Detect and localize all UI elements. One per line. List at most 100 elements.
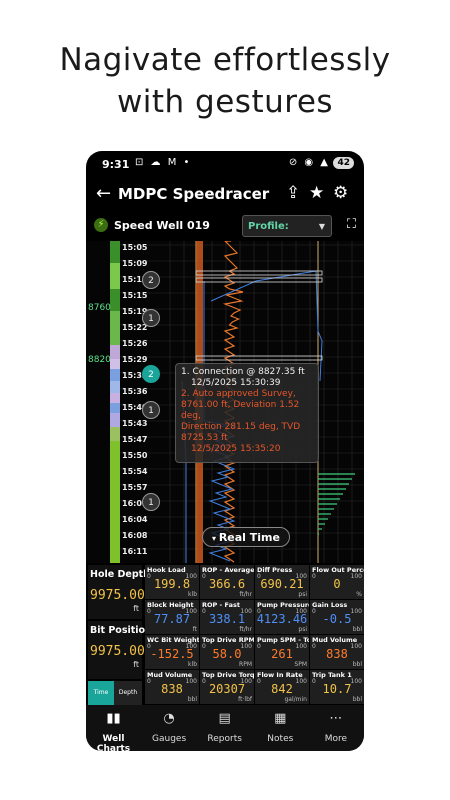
nav-label: Reports — [207, 734, 242, 744]
star-icon[interactable]: ★ — [309, 183, 325, 203]
gauge-max: 100 — [350, 678, 362, 685]
chevron-down-icon: ▼ — [318, 222, 325, 231]
tooltip-line: 12/5/2025 15:30:39 — [191, 378, 281, 388]
notes-icon: ▦ — [274, 711, 287, 726]
gauge-label: Flow In Rate — [257, 671, 303, 679]
gauge-cell[interactable]: Flow Out Percent01000% — [310, 565, 364, 599]
gauge-unit: RPM — [239, 661, 252, 668]
real-time-button[interactable]: ▾ Real Time — [202, 527, 290, 547]
gauge-label: Diff Press — [257, 566, 293, 574]
headline-line-1: Nagivate effortlessly — [59, 42, 391, 78]
tooltip-line: 12/5/2025 15:35:20 — [191, 444, 281, 454]
bit-position-value: 9975.00 — [90, 644, 145, 659]
status-time: 9:31 — [102, 158, 130, 171]
battery-icon: 42 — [333, 157, 354, 169]
gauge-unit: bbl — [352, 696, 362, 703]
time-label: 15:12 — [122, 275, 148, 284]
time-label: 15:40 — [122, 403, 148, 412]
bolt-icon: ⚡ — [94, 218, 108, 232]
diff-press-trace — [210, 270, 323, 382]
nav-item-well-charts[interactable]: ▮▮Well Charts — [86, 705, 141, 751]
nav-label: Gauges — [152, 734, 187, 744]
event-tooltip: 1. Connection @ 8827.35 ft 12/5/2025 15:… — [175, 363, 319, 463]
more-icon: ⋯ — [329, 711, 343, 726]
gauge-value: -152.5 — [150, 647, 194, 661]
gauge-min: 0 — [257, 643, 261, 650]
gauge-value: 838 — [326, 647, 348, 661]
gauge-icon: ◔ — [163, 711, 175, 726]
profile-dropdown[interactable]: Profile: Drilling ▼ — [242, 215, 332, 254]
gauge-min: 0 — [257, 608, 261, 615]
gauge-label: Block Height — [147, 601, 194, 609]
gauge-unit: klb — [188, 591, 197, 598]
toggle-depth[interactable]: Depth — [118, 689, 138, 696]
gauge-value: 20307 — [208, 682, 246, 696]
gauge-label: Hook Load — [147, 566, 186, 574]
connection-box — [195, 277, 323, 283]
nav-item-more[interactable]: ⋯More — [308, 705, 363, 751]
back-arrow-icon[interactable]: ← — [96, 183, 112, 204]
time-depth-toggle[interactable]: Time Depth — [88, 681, 142, 705]
gauge-value: 199.8 — [153, 577, 191, 591]
nav-item-notes[interactable]: ▦Notes — [253, 705, 308, 751]
gauge-max: 100 — [295, 573, 307, 580]
time-label: 15:22 — [122, 323, 148, 332]
connection-box — [195, 355, 323, 361]
share-icon[interactable]: ⇪ — [286, 183, 301, 203]
gauge-min: 0 — [257, 573, 261, 580]
lithology-band — [110, 359, 120, 369]
gauge-value: 261 — [271, 647, 293, 661]
gauge-unit: bbl — [352, 661, 362, 668]
connection-box — [195, 270, 323, 276]
gear-icon[interactable]: ⚙ — [333, 183, 349, 203]
time-label: 15:09 — [122, 259, 148, 268]
time-label: 16:08 — [122, 531, 148, 540]
gauge-min: 0 — [147, 573, 151, 580]
event-marker[interactable]: 2 — [142, 365, 160, 383]
gauge-label: Top Drive RPM — [202, 636, 254, 644]
event-marker[interactable]: 2 — [142, 271, 160, 289]
event-marker[interactable]: 1 — [142, 309, 160, 327]
gauge-max: 100 — [295, 678, 307, 685]
lithology-band — [110, 345, 120, 359]
gauge-cell[interactable]: Top Drive Torque010020307ft·lbf — [200, 670, 254, 704]
nav-item-reports[interactable]: ▤Reports — [197, 705, 252, 751]
time-label: 15:54 — [122, 467, 148, 476]
event-marker[interactable]: 1 — [142, 401, 160, 419]
lithology-band — [110, 403, 120, 413]
event-marker[interactable]: 1 — [142, 493, 160, 511]
lithology-band — [110, 263, 120, 289]
bit-position-label: Bit Position — [90, 625, 152, 636]
gauge-unit: ft — [192, 626, 197, 633]
hole-depth-gauge[interactable]: Hole Depth 9975.00 ft — [88, 565, 150, 619]
time-label: 16:04 — [122, 515, 148, 524]
toggle-time[interactable]: Time — [88, 681, 114, 705]
nav-item-gauges[interactable]: ◔ Gauges — [142, 705, 197, 751]
gauge-cell[interactable]: Pump SPM - Total0100261SPM — [255, 635, 309, 669]
gauge-unit: ft/hr — [239, 626, 252, 633]
gauge-unit: psi — [298, 591, 307, 598]
bit-position-gauge[interactable]: Bit Position 9975.00 ft — [88, 621, 152, 679]
time-label: 15:50 — [122, 451, 148, 460]
gauge-min: 0 — [147, 678, 151, 685]
fullscreen-icon[interactable]: ⛶ — [346, 217, 356, 232]
well-chart[interactable]: 1. Connection @ 8827.35 ft 12/5/2025 15:… — [86, 241, 364, 563]
gauge-unit: ft·lbf — [238, 696, 252, 703]
gauge-min: 0 — [202, 678, 206, 685]
lithology-band — [110, 289, 120, 311]
lithology-band — [110, 393, 120, 403]
gauge-unit: bbl — [352, 626, 362, 633]
